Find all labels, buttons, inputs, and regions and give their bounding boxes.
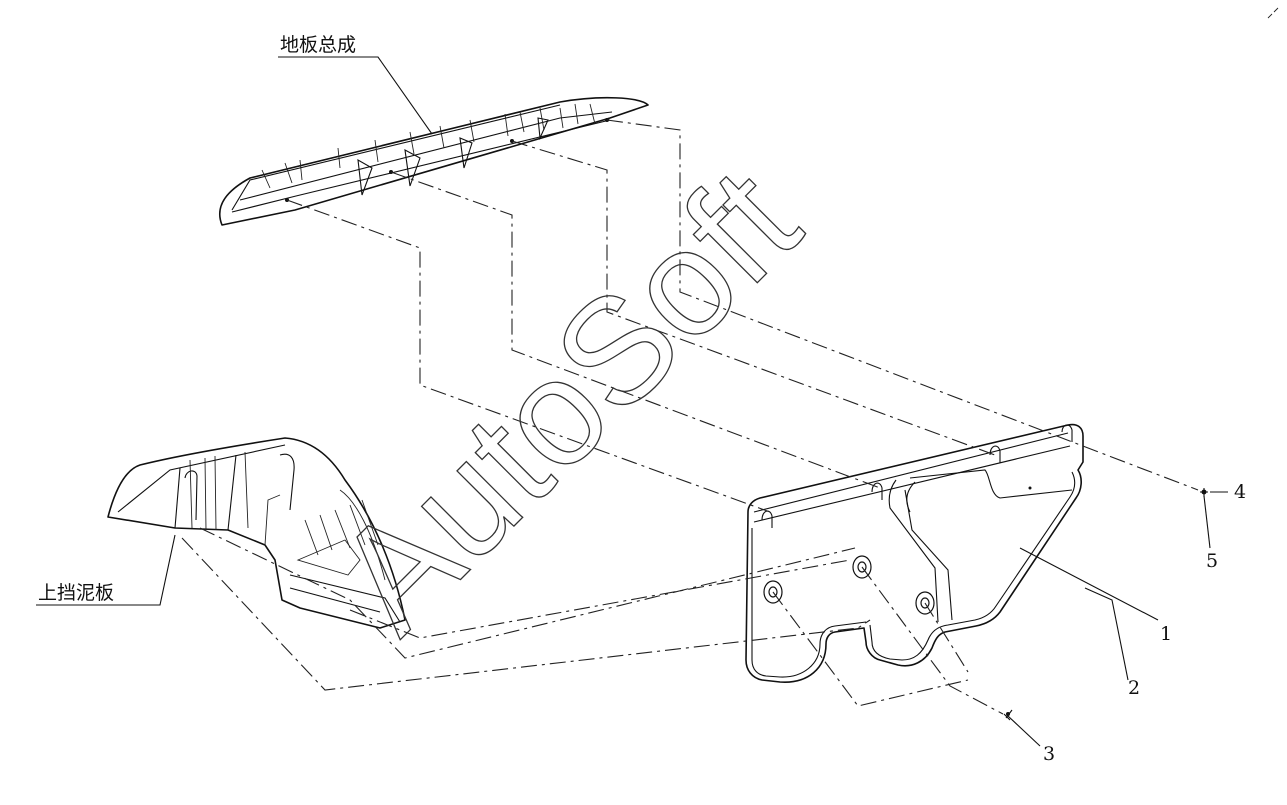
corner-mark-icon [1267, 7, 1279, 19]
callout-1: 1 [1160, 623, 1172, 645]
floor-assembly-part [218, 96, 649, 226]
clip-4-5 [1200, 488, 1208, 497]
callout-5: 5 [1206, 550, 1218, 572]
upper-fender-label: 上挡泥板 [38, 582, 114, 604]
upper-fender-part [107, 437, 406, 629]
callout-2: 2 [1128, 677, 1140, 699]
callout-4: 4 [1234, 481, 1246, 503]
screw-3 [1003, 709, 1013, 721]
bracket-part-1 [745, 423, 1084, 683]
assembly-lines [181, 119, 1199, 715]
floor-assembly-label: 地板总成 [280, 34, 356, 56]
callout-3: 3 [1043, 743, 1055, 765]
leader-lines [36, 56, 1228, 747]
